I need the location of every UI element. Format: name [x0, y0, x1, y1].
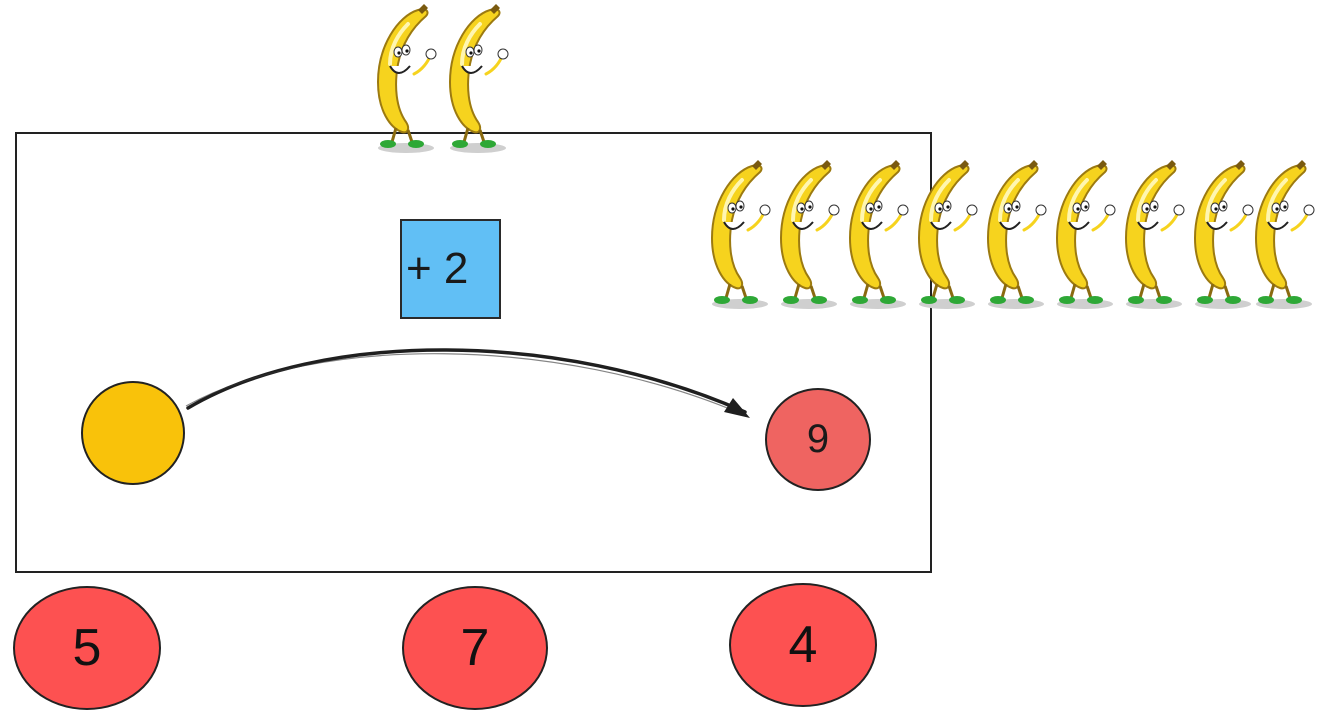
banana-character-icon: [840, 160, 912, 310]
banana-character-icon: [1047, 160, 1119, 310]
operation-box: + 2: [400, 219, 501, 319]
target-circle: 9: [765, 388, 871, 491]
answer-choice-label: 5: [72, 619, 102, 677]
banana-character-icon: [1116, 160, 1188, 310]
banana-character-icon: [909, 160, 981, 310]
banana-character-icon: [1185, 160, 1257, 310]
start-circle: [81, 381, 185, 485]
answer-choice-2[interactable]: 7: [402, 586, 548, 710]
answer-choice-3[interactable]: 4: [729, 583, 877, 707]
operation-label: + 2: [406, 244, 469, 293]
banana-character-icon: [771, 160, 843, 310]
banana-character-icon: [978, 160, 1050, 310]
banana-character-icon: [440, 4, 512, 154]
banana-character-icon: [1246, 160, 1318, 310]
answer-choice-label: 7: [460, 619, 490, 677]
answer-choice-label: 4: [788, 616, 818, 674]
banana-character-icon: [368, 4, 440, 154]
answer-choice-1[interactable]: 5: [13, 586, 161, 710]
banana-character-icon: [702, 160, 774, 310]
target-value: 9: [806, 417, 830, 461]
